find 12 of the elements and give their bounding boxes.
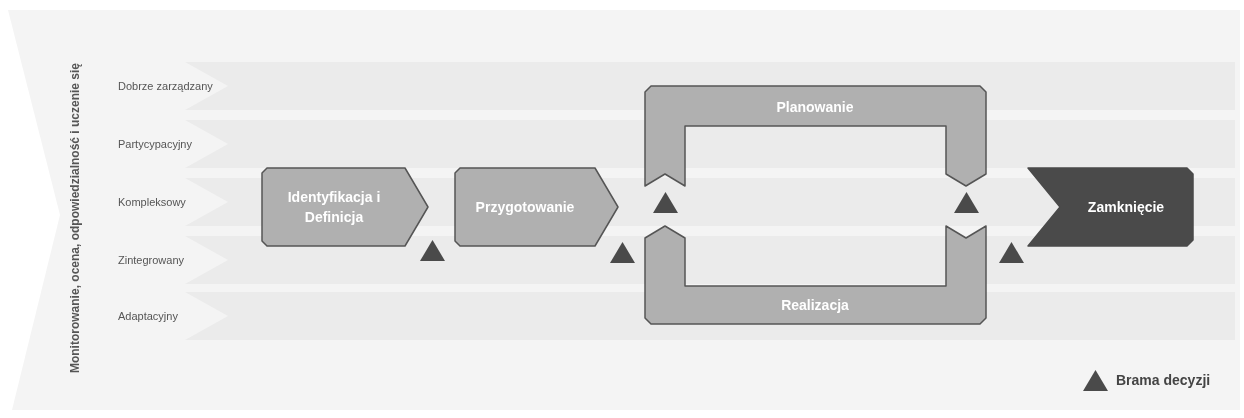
band-label: Dobrze zarządzany <box>118 80 213 92</box>
phase-label: Realizacja <box>781 297 849 313</box>
legend-label: Brama decyzji <box>1116 372 1211 388</box>
band-label: Partycypacyjny <box>118 138 192 150</box>
vertical-caption: Monitorowanie, ocena, odpowiedzialność i uczenie się <box>68 62 82 374</box>
band-label: Zintegrowany <box>118 254 185 266</box>
phase-label: Identyfikacja i Definicja <box>286 188 382 227</box>
phase-label: Planowanie <box>776 99 854 115</box>
phase-label: Zamknięcie <box>1087 199 1165 215</box>
band-label: Kompleksowy <box>118 196 186 208</box>
band-label: Adaptacyjny <box>118 310 178 322</box>
phase-label: Przygotowanie <box>475 199 575 215</box>
